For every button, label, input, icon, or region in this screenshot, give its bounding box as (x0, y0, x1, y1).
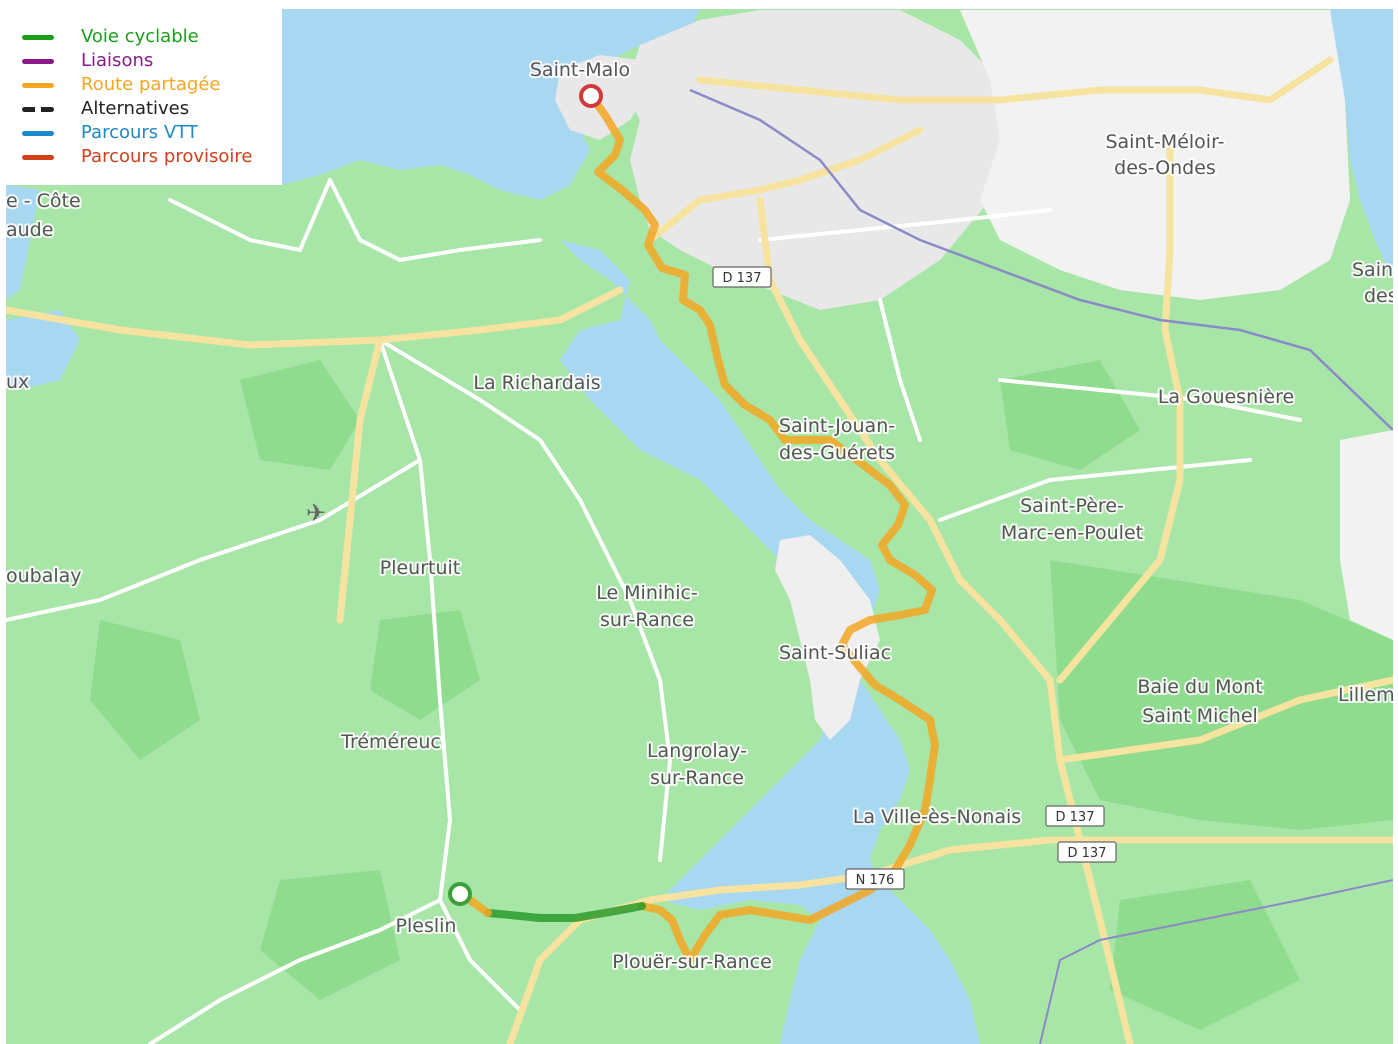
place-cote-1: e - Côte (6, 190, 81, 212)
place-saint-edge-1: Sain (1352, 259, 1393, 281)
road-label-d137-a: D 137 (712, 266, 772, 288)
place-baie-2: Saint Michel (1142, 705, 1258, 727)
sea-northeast (1330, 9, 1393, 280)
place-langrolay-1: Langrolay- (647, 740, 747, 762)
place-ux: ux (6, 371, 29, 393)
legend-label: Parcours VTT (81, 122, 198, 143)
legend-label: Route partagée (81, 74, 221, 95)
legend-swatch-parcours-vtt (22, 130, 54, 136)
legend-swatch-route-partagee (22, 82, 54, 88)
place-oubalay: oubalay (6, 565, 82, 587)
place-saint-malo: Saint-Malo (530, 59, 630, 81)
end-marker[interactable] (579, 84, 603, 108)
start-marker[interactable] (448, 882, 472, 906)
legend-swatch-liaisons (22, 58, 54, 64)
water-west (6, 185, 40, 300)
legend-swatch-alternatives (22, 106, 54, 112)
svg-text:D 137: D 137 (1056, 810, 1095, 825)
saint-suliac-peninsula (775, 535, 880, 740)
svg-text:D 137: D 137 (1068, 846, 1107, 861)
legend-label: Voie cyclable (81, 26, 199, 47)
place-saint-jouan-1: Saint-Jouan- (779, 415, 895, 437)
railway-south (1039, 879, 1393, 1044)
place-saint-meloir-2: des-Ondes (1114, 157, 1216, 179)
minor-roads (6, 178, 1302, 1044)
place-saint-pere-2: Marc-en-Poulet (1001, 522, 1143, 544)
water-west-2 (6, 310, 80, 390)
place-saint-meloir-1: Saint-Méloir- (1105, 131, 1224, 153)
place-pleslin: Pleslin (396, 915, 457, 937)
legend-label: Liaisons (81, 50, 154, 71)
place-saint-suliac: Saint-Suliac (779, 642, 891, 664)
place-pleurtuit: Pleurtuit (380, 557, 461, 579)
rance-estuary (560, 240, 980, 1044)
legend-label: Alternatives (81, 98, 190, 119)
road-label-d137-b: D 137 (1045, 805, 1105, 827)
major-roads (6, 56, 1393, 1044)
place-la-richardais: La Richardais (473, 372, 600, 394)
airplane-icon: ✈ (306, 499, 326, 527)
urban-east-strip (1340, 430, 1393, 640)
place-cote-2: aude (6, 219, 53, 241)
svg-text:D 137: D 137 (723, 271, 762, 286)
urban-northeast (960, 10, 1350, 300)
place-saint-pere-1: Saint-Père- (1020, 495, 1124, 517)
place-la-ville-es-nonais: La Ville-ès-Nonais (853, 806, 1021, 828)
place-baie-1: Baie du Mont (1137, 676, 1262, 698)
railway (689, 88, 1393, 431)
place-le-minihic-2: sur-Rance (600, 609, 694, 631)
route-cycle[interactable] (484, 902, 646, 922)
route-shared[interactable] (587, 92, 939, 964)
road-label-d137-c: D 137 (1057, 841, 1117, 863)
place-langrolay-2: sur-Rance (650, 767, 744, 789)
road-label-n176: N 176 (845, 868, 905, 890)
place-tremereuc: Tréméreuc (340, 731, 441, 753)
place-le-minihic-1: Le Minihic- (596, 582, 698, 604)
svg-text:N 176: N 176 (856, 873, 895, 888)
legend-label: Parcours provisoire (81, 146, 253, 167)
forest-patches (90, 360, 1393, 1030)
map[interactable]: ✈ D 137 D 137 D 137 N 176 Saint-Malo Sai… (6, 9, 1393, 1044)
place-plouer: Plouër-sur-Rance (612, 951, 772, 973)
legend-swatch-voie-cyclable (22, 34, 54, 40)
legend: Voie cyclable Liaisons Route partagée Al… (6, 9, 282, 185)
legend-swatch-parcours-provisoire (22, 154, 54, 160)
place-saint-edge-2: des (1364, 285, 1393, 307)
place-saint-jouan-2: des-Guérets (779, 442, 895, 464)
place-la-gouesniere: La Gouesnière (1158, 386, 1294, 408)
place-lillem: Lillem (1338, 684, 1393, 706)
place-labels: Saint-Malo Saint-Méloir- des-Ondes Sain … (6, 57, 1393, 975)
